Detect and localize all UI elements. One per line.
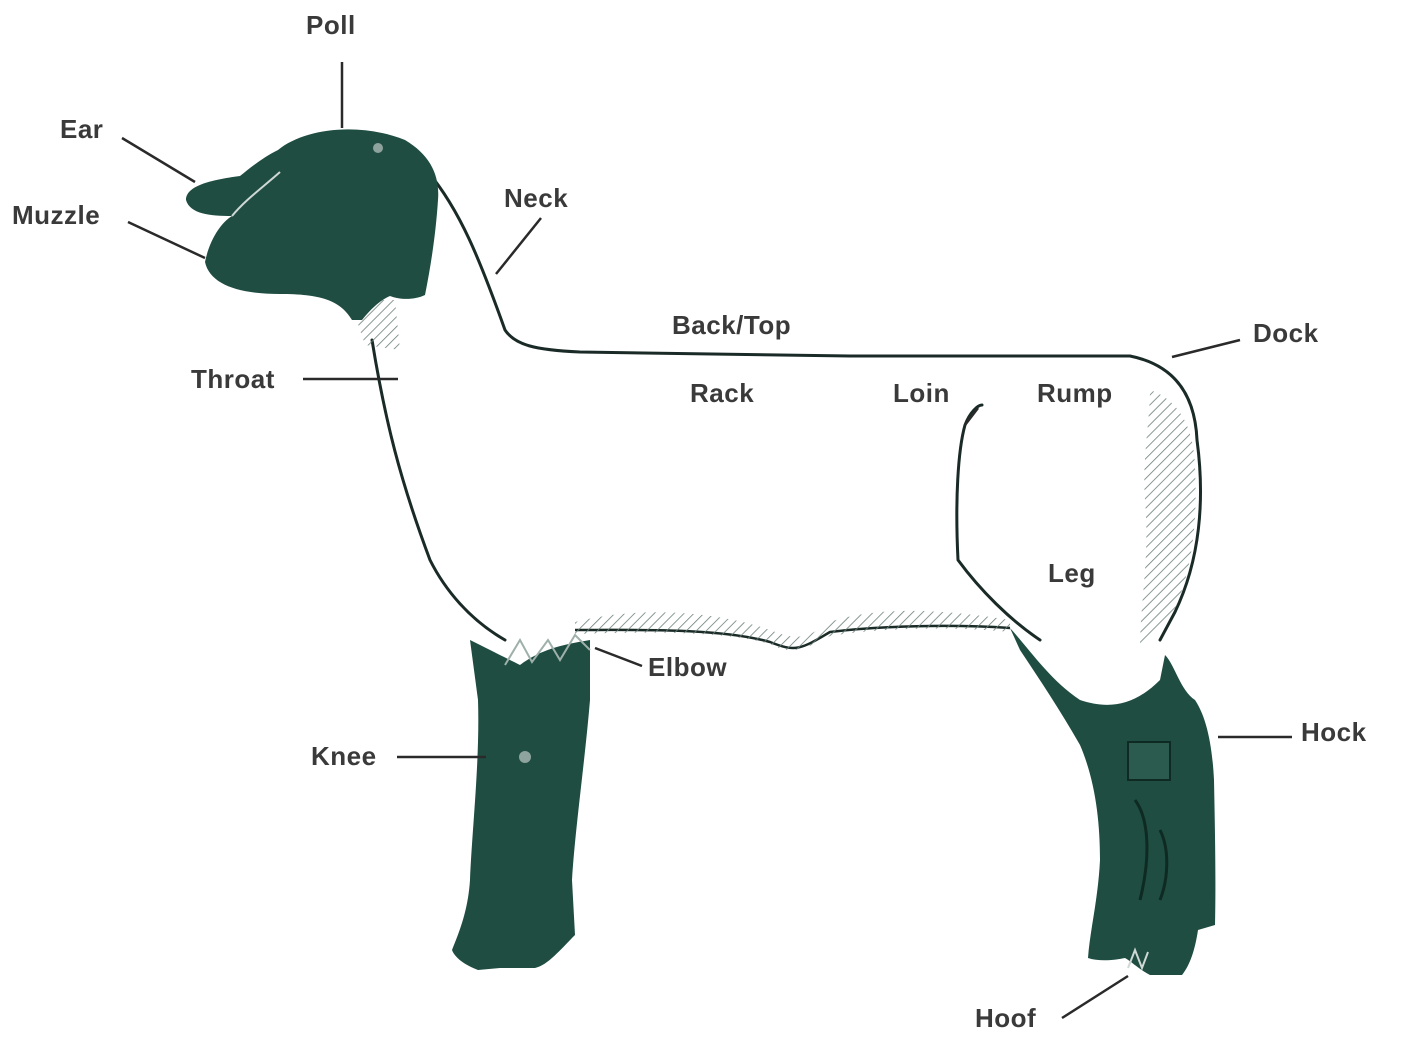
label-ear: Ear — [60, 114, 103, 144]
label-loin: Loin — [893, 378, 950, 408]
sheep-head — [186, 129, 438, 320]
label-poll: Poll — [306, 10, 356, 40]
label-neck: Neck — [504, 183, 568, 213]
label-rump: Rump — [1037, 378, 1113, 408]
label-elbow: Elbow — [648, 652, 727, 682]
label-leg: Leg — [1048, 558, 1096, 588]
belly-shading — [575, 611, 1010, 650]
label-hock: Hock — [1301, 717, 1367, 747]
hind-leg — [1010, 628, 1215, 975]
front-leg — [452, 640, 590, 970]
label-knee: Knee — [311, 741, 377, 771]
rump-shading — [1140, 390, 1196, 650]
label-back-top: Back/Top — [672, 310, 791, 340]
label-dock: Dock — [1253, 318, 1319, 348]
label-rack: Rack — [690, 378, 754, 408]
label-muzzle: Muzzle — [12, 200, 100, 230]
label-throat: Throat — [191, 364, 275, 394]
label-hoof: Hoof — [975, 1003, 1036, 1033]
